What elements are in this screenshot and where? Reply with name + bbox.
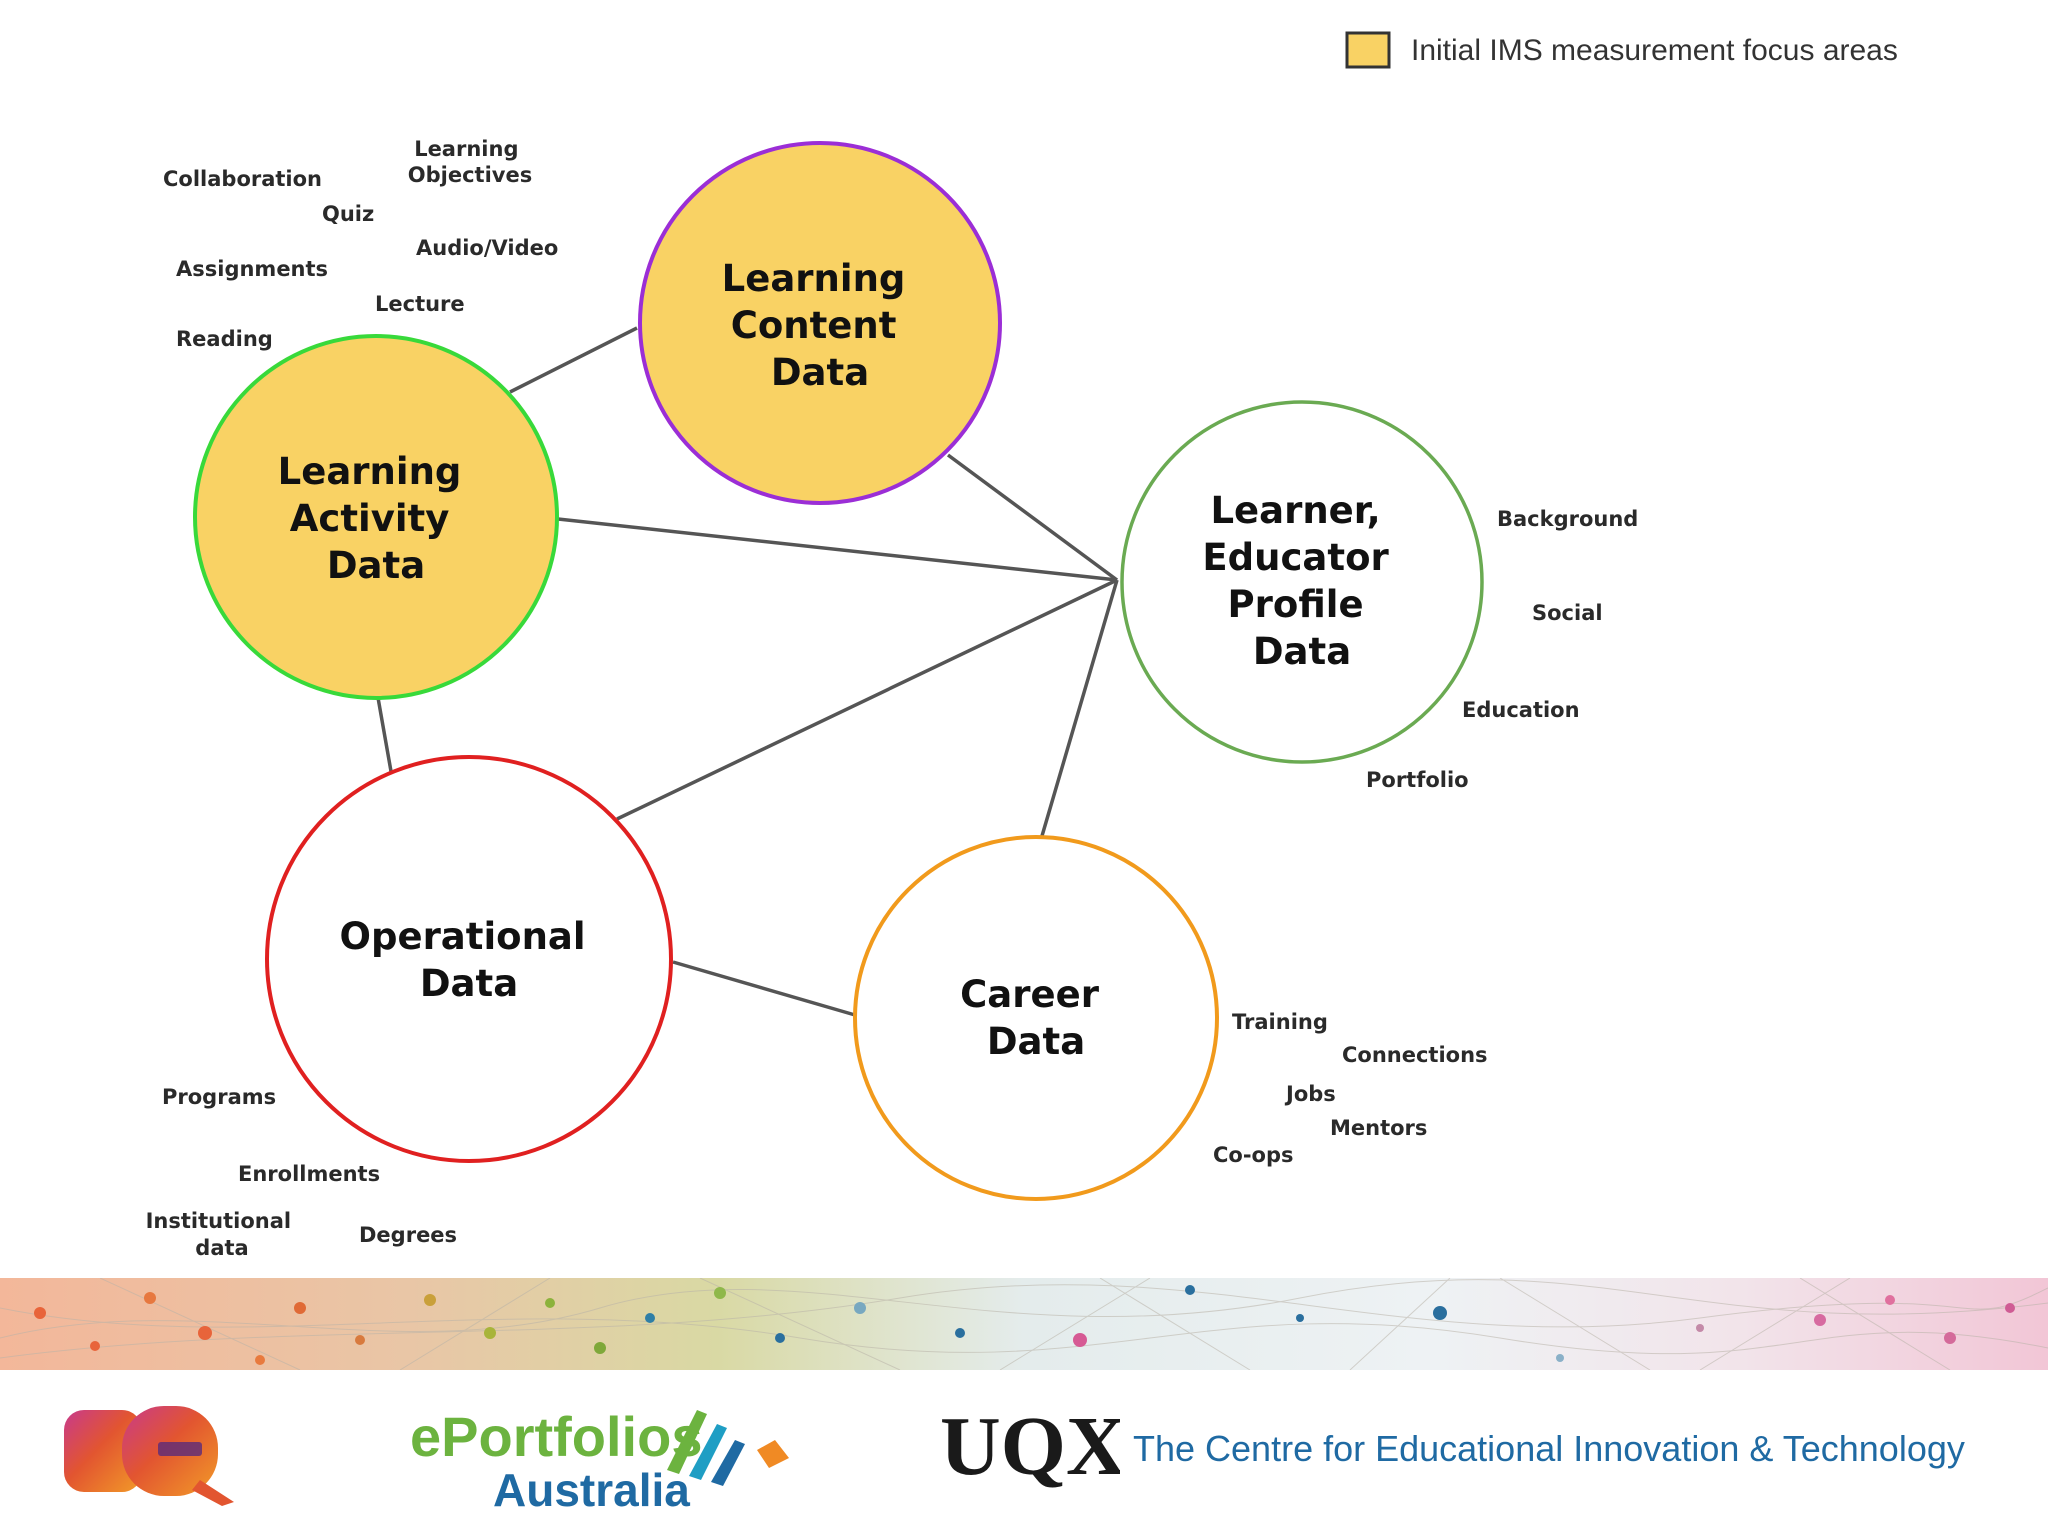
svg-text:UQX: UQX [940, 1400, 1120, 1493]
sub-label-reading: Reading [176, 327, 273, 351]
node-learner-profile: Learner, Educator Profile Data [1120, 400, 1484, 764]
uq-logo [64, 1406, 234, 1506]
sub-label-social: Social [1532, 601, 1603, 625]
legend-label: Initial IMS measurement focus areas [1411, 34, 1898, 67]
sub-label-collaboration: Collaboration [163, 167, 322, 191]
node-learner-profile-circle [1120, 400, 1484, 764]
sub-label-jobs: Jobs [1284, 1082, 1336, 1106]
node-operational: Operational Data [265, 755, 673, 1163]
sub-labels-learning-activity: Learning Objectives Collaboration Quiz A… [163, 137, 558, 351]
svg-text:ePortfolios: ePortfolios [410, 1405, 702, 1468]
edge-activity-operational [375, 691, 394, 778]
sub-label-co-ops: Co-ops [1213, 1143, 1294, 1167]
sub-label-portfolio: Portfolio [1366, 768, 1469, 792]
node-learning-activity-label: Learning Activity Data [278, 450, 475, 587]
edge-activity-content [509, 326, 638, 394]
uqx-logo: UQX [940, 1400, 1120, 1493]
node-learning-activity-circle [193, 334, 559, 700]
legend: Initial IMS measurement focus areas [1345, 31, 1898, 69]
edge-operational-profile [616, 578, 1118, 821]
node-learning-content-label: Learning Content Data [722, 257, 919, 394]
sub-label-enrollments: Enrollments [238, 1162, 380, 1186]
node-learning-content: Learning Content Data [638, 141, 1002, 505]
sub-label-lecture: Lecture [375, 292, 465, 316]
sub-label-training: Training [1232, 1010, 1328, 1034]
centre-name: The Centre for Educational Innovation & … [1133, 1428, 1965, 1469]
node-learner-profile-label: Learner, Educator Profile Data [1202, 489, 1401, 673]
sub-label-institutional-data: Institutional data [146, 1209, 299, 1260]
sub-label-audio-video: Audio/Video [416, 236, 558, 260]
sub-label-connections: Connections [1342, 1043, 1488, 1067]
sub-label-mentors: Mentors [1330, 1116, 1427, 1140]
edge-activity-profile [557, 517, 1118, 582]
node-operational-label: Operational Data [340, 915, 599, 1005]
connections [375, 326, 1119, 1017]
edge-career-profile [1035, 579, 1119, 854]
sub-labels-operational: Programs Enrollments Institutional data … [146, 1085, 457, 1260]
node-operational-circle [265, 755, 673, 1163]
node-career-label: Career Data [960, 973, 1112, 1063]
sub-label-degrees: Degrees [359, 1223, 457, 1247]
sub-label-quiz: Quiz [322, 202, 374, 226]
edge-operational-career [672, 960, 856, 1017]
sub-label-programs: Programs [162, 1085, 276, 1109]
sub-label-background: Background [1497, 507, 1638, 531]
sub-label-learning-objectives: Learning Objectives [408, 137, 532, 187]
sub-labels-learner-profile: Background Social Education Portfolio [1366, 507, 1638, 792]
legend-swatch [1345, 31, 1391, 69]
sub-label-assignments: Assignments [176, 257, 328, 281]
node-learning-content-circle [638, 141, 1002, 505]
svg-text:Australia: Australia [493, 1464, 690, 1516]
diagram-canvas: Initial IMS measurement focus areas Lear… [146, 31, 1898, 1260]
node-learning-activity: Learning Activity Data [193, 334, 559, 700]
footer: ePortfolios Australia UQX The Centre for… [0, 1370, 2048, 1536]
eportfolios-australia-logo: ePortfolios Australia [410, 1405, 789, 1516]
sub-label-education: Education [1462, 698, 1580, 722]
node-career-circle [853, 835, 1219, 1201]
sub-labels-career: Training Connections Jobs Mentors Co-ops [1213, 1010, 1488, 1167]
node-career: Career Data [853, 835, 1219, 1201]
network-banner-graphic [0, 1278, 2048, 1370]
edge-content-profile [946, 453, 1119, 582]
network-banner [0, 1278, 2048, 1370]
